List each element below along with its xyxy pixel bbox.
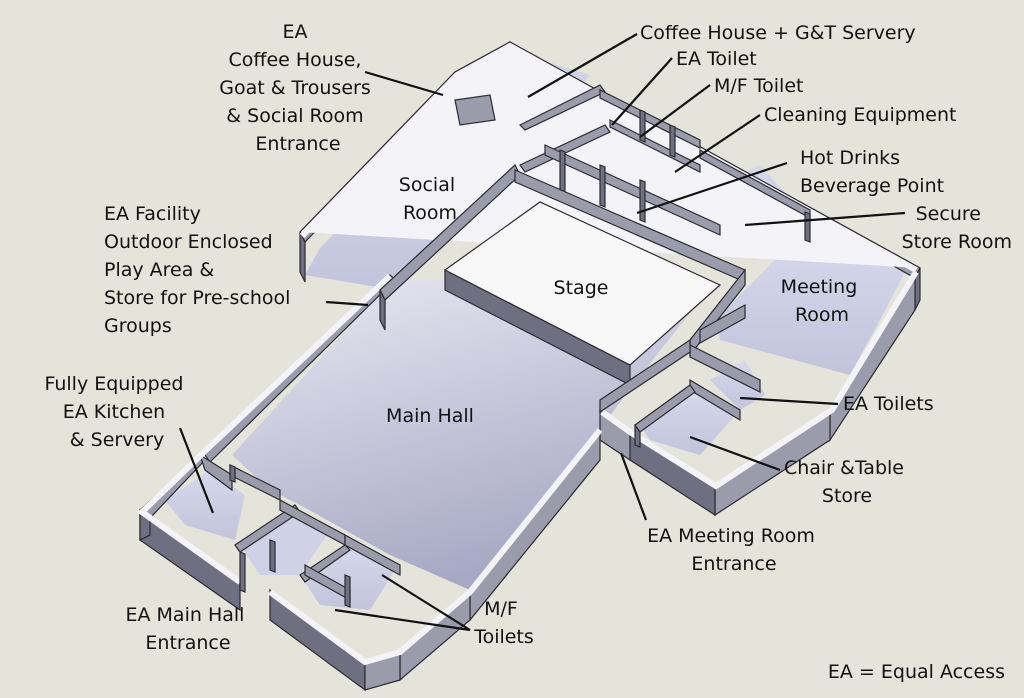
leader-mf-toilets-2 [334,608,471,632]
leader-hot-drinks [636,161,788,215]
leader-lines [178,33,906,632]
leader-coffee-servery [527,33,638,98]
chair-store-floor [640,390,740,455]
callout-mf-toilets: M/F Toilets [473,598,534,648]
callout-play-area: EA Facility Outdoor Enclosed Play Area &… [104,203,296,337]
callout-meeting-entrance: EA Meeting Room Entrance [647,525,821,575]
stage-platform [443,201,722,366]
callout-mf-toilet: M/F Toilet [714,75,803,97]
leader-ea-toilets [739,396,839,406]
meeting-room-floor [715,235,905,375]
entrance-lobby-floor [240,510,330,575]
callout-main-hall-entrance: EA Main Hall Entrance [126,604,251,654]
kitchen-floor [165,470,245,540]
interior-walls [229,84,811,608]
callout-hot-drinks: Hot Drinks Beverage Point [800,147,944,197]
stage-label: Stage [554,277,609,299]
leader-ea-toilet [611,57,673,126]
social-room-label: Social Room [399,174,461,224]
leader-kitchen [178,427,215,514]
leader-mf-toilet [639,84,711,138]
callout-secure-store: Secure Store Room [902,203,1012,253]
callout-coffee-servery: Coffee House + G&T Servery [640,22,916,44]
callout-cleaning: Cleaning Equipment [764,104,956,126]
leader-mf-toilets-1 [381,574,471,631]
callout-labels: EA Coffee House, Goat & Trousers & Socia… [44,21,1012,654]
callout-ea-toilet: EA Toilet [676,48,757,70]
callout-chair-store: Chair &Table Store [784,457,910,507]
leader-meeting-entrance [619,452,648,521]
leader-cleaning [674,114,761,173]
leader-secure-store [744,211,906,227]
callout-kitchen: Fully Equipped EA Kitchen & Servery [44,373,189,451]
leader-chair-store [689,435,781,472]
room-labels: Social Room Stage Meeting Room Main Hall [386,174,864,427]
callout-coffee-entrance: EA Coffee House, Goat & Trousers & Socia… [219,21,377,155]
meeting-room-label: Meeting Room [781,276,864,326]
legend-text: EA = Equal Access [828,661,1005,683]
callout-ea-toilets: EA Toilets [843,393,934,415]
main-hall-label: Main Hall [386,405,474,427]
leader-coffee-entrance [364,70,444,97]
leader-play-area [325,300,369,307]
